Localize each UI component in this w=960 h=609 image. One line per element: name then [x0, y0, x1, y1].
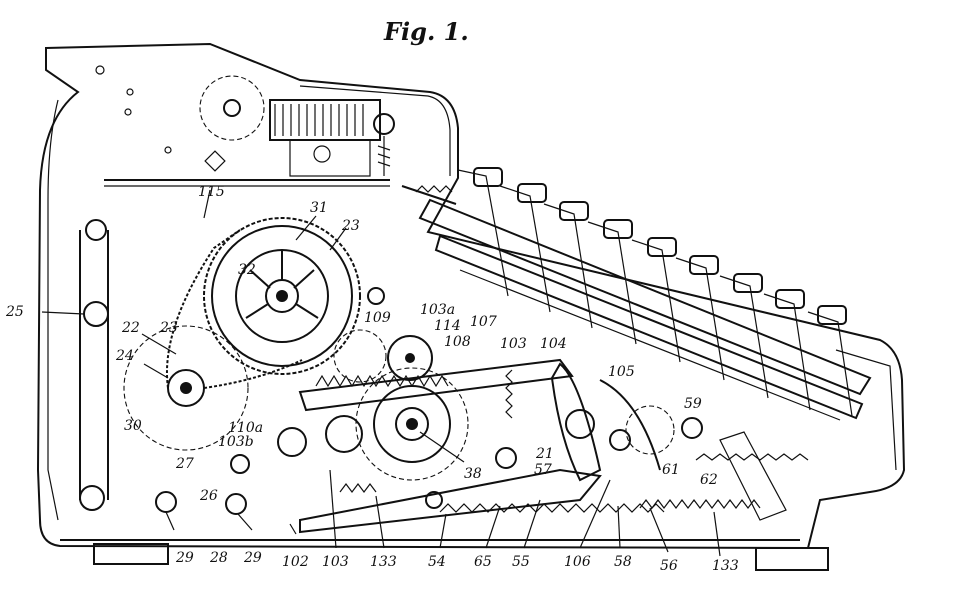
key-1 — [473, 167, 503, 187]
spring-upper — [415, 185, 453, 193]
spring-56 — [639, 499, 761, 509]
ref-label-57: 57 — [534, 462, 552, 478]
ref-label-103: 103 — [500, 336, 527, 352]
key-9 — [817, 305, 847, 325]
ref-label-102: 102 — [282, 554, 309, 570]
lever-hub-21 — [565, 409, 595, 439]
ref-label-114: 114 — [434, 318, 461, 334]
ref-label-133-right: 133 — [712, 558, 739, 574]
ref-label-26: 26 — [199, 488, 218, 504]
key-7 — [733, 273, 763, 293]
key-4 — [603, 219, 633, 239]
top-plate — [95, 65, 390, 187]
ref-label-30: 30 — [124, 418, 142, 434]
ref-label-29-left: 29 — [175, 550, 194, 566]
keyboard — [401, 169, 872, 421]
key-3 — [559, 201, 589, 221]
ref-label-56: 56 — [660, 558, 678, 574]
ref-label-23-upper: 23 — [341, 218, 360, 234]
ref-label-21: 21 — [535, 446, 554, 462]
ref-label-59: 59 — [684, 396, 702, 412]
key-2 — [517, 183, 547, 203]
ref-label-133-left: 133 — [370, 554, 397, 570]
ref-label-25: 25 — [5, 304, 24, 320]
right-foot — [755, 547, 829, 571]
ref-label-110a: 110a — [228, 420, 263, 436]
main-gear-31 — [203, 217, 361, 375]
ref-label-108: 108 — [444, 334, 471, 350]
ref-label-28: 28 — [209, 550, 228, 566]
ref-label-62: 62 — [700, 472, 718, 488]
base-lever-102 — [299, 468, 602, 534]
spring-133 — [339, 483, 377, 493]
ref-label-115: 115 — [198, 184, 225, 200]
lever-103 — [298, 358, 574, 412]
ref-label-38: 38 — [464, 466, 482, 482]
ref-label-109: 109 — [364, 310, 391, 326]
ref-label-103-bottom: 103 — [322, 554, 349, 570]
link-62 — [719, 431, 787, 521]
spring-right — [695, 453, 809, 461]
machine-casing — [36, 42, 906, 550]
gear-108 — [387, 335, 433, 381]
ref-label-23-lower: 23 — [159, 320, 178, 336]
spring-107 — [315, 374, 449, 388]
lever-104 — [550, 362, 602, 482]
cam-110a — [325, 415, 363, 453]
dashed-wheel-22 — [123, 325, 249, 451]
ref-label-103a: 103a — [420, 302, 455, 318]
screw-29a — [155, 491, 177, 513]
pin-27 — [230, 454, 250, 474]
ref-label-105: 105 — [608, 364, 635, 380]
key-5 — [647, 237, 677, 257]
spring-103 — [505, 369, 513, 419]
left-foot — [93, 543, 169, 565]
ref-label-58: 58 — [614, 554, 632, 570]
figure-title: Fig. 1. — [383, 17, 469, 46]
ref-label-31: 31 — [310, 200, 328, 216]
ref-label-32: 32 — [238, 262, 256, 278]
screw-25 — [83, 301, 109, 327]
ref-label-107: 107 — [470, 314, 497, 330]
ref-label-24: 24 — [115, 348, 134, 364]
ref-label-29-right: 29 — [243, 550, 262, 566]
key-6 — [689, 255, 719, 275]
ref-label-55: 55 — [512, 554, 530, 570]
leader-lines — [41, 189, 721, 557]
screw-29b — [225, 493, 247, 515]
ref-label-103b: 103b — [218, 434, 254, 450]
arm-105 — [599, 379, 661, 471]
belt — [166, 229, 303, 389]
motor-coil — [269, 99, 395, 177]
spring-54 — [439, 503, 665, 513]
ref-label-61: 61 — [662, 462, 680, 478]
ref-label-106: 106 — [564, 554, 591, 570]
ref-label-27: 27 — [175, 456, 194, 472]
ref-label-22: 22 — [121, 320, 140, 336]
ref-label-65: 65 — [474, 554, 492, 570]
ref-label-104: 104 — [540, 336, 567, 352]
key-8 — [775, 289, 805, 309]
ref-label-54: 54 — [428, 554, 446, 570]
